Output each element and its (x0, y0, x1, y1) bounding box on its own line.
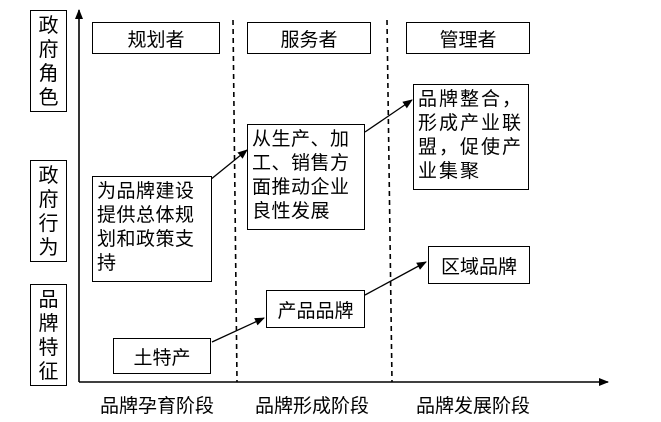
row-label-text: 品牌特征 (38, 287, 59, 383)
feature-box-local-specialty: 土特产 (113, 338, 211, 374)
arrow-behavior-2-to-3 (364, 99, 413, 133)
arrow-feature-1-to-2 (211, 317, 265, 343)
feature-box-product-brand: 产品品牌 (266, 290, 365, 328)
arrow-behavior-1-to-2 (209, 149, 248, 181)
stage-label-development: 品牌发展阶段 (416, 395, 531, 417)
stage-divider-1 (232, 19, 238, 383)
row-label-text: 政府行为 (38, 163, 59, 259)
row-label-role: 政府角色 (30, 10, 67, 112)
column-header-servant: 服务者 (247, 22, 371, 54)
behavior-box-planning: 为品牌建设提供总体规划和政策支持 (92, 176, 212, 282)
stage-label-incubation: 品牌孕育阶段 (100, 395, 215, 417)
column-header-manager: 管理者 (406, 22, 530, 54)
behavior-box-service: 从生产、加工、销售方面推动企业良性发展 (247, 124, 365, 230)
column-header-planner: 规划者 (92, 22, 220, 54)
row-label-feature: 品牌特征 (30, 284, 67, 386)
row-label-behavior: 政府行为 (30, 160, 67, 262)
stage-label-formation: 品牌形成阶段 (255, 395, 370, 417)
row-label-text: 政府角色 (38, 13, 59, 109)
feature-box-regional-brand: 区域品牌 (428, 246, 530, 284)
arrow-feature-2-to-3 (364, 261, 427, 296)
stage-divider-2 (386, 19, 393, 383)
behavior-box-management: 品牌整合，形成产业联盟，促使产业集聚 (413, 84, 529, 190)
